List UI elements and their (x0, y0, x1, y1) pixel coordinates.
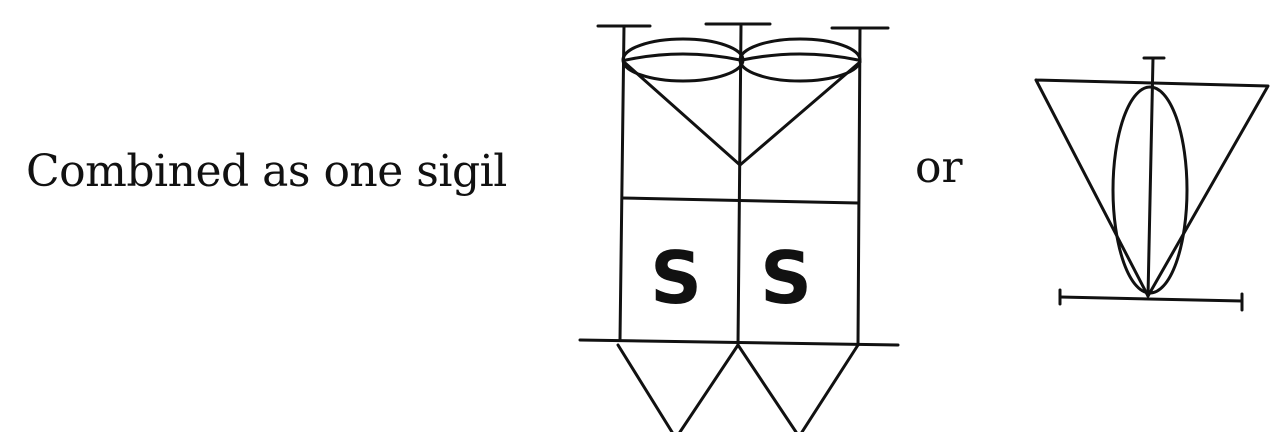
center-stem (1146, 56, 1155, 298)
frame-middle (736, 24, 743, 347)
upper-v (622, 60, 862, 167)
divider-bottom (578, 338, 900, 347)
vertical-lens (1111, 85, 1189, 295)
bottom-v-left-b (678, 343, 740, 432)
frame-left (618, 24, 626, 342)
lens-right-inner (740, 52, 860, 62)
bottom-v-left-a (616, 343, 674, 432)
bottom-bar (1058, 295, 1244, 303)
bottom-v-right-b (800, 343, 860, 432)
bottom-v-right-a (736, 343, 798, 432)
inverted-triangle (1034, 78, 1270, 298)
frame-right (856, 26, 862, 347)
letter-s-right: S (760, 236, 812, 320)
lens-left-inner (624, 52, 742, 62)
divider-middle (620, 196, 860, 205)
or-connector-text: or (915, 142, 963, 193)
caption-text: Combined as one sigil (26, 146, 507, 197)
letter-s-left: S (650, 236, 702, 320)
